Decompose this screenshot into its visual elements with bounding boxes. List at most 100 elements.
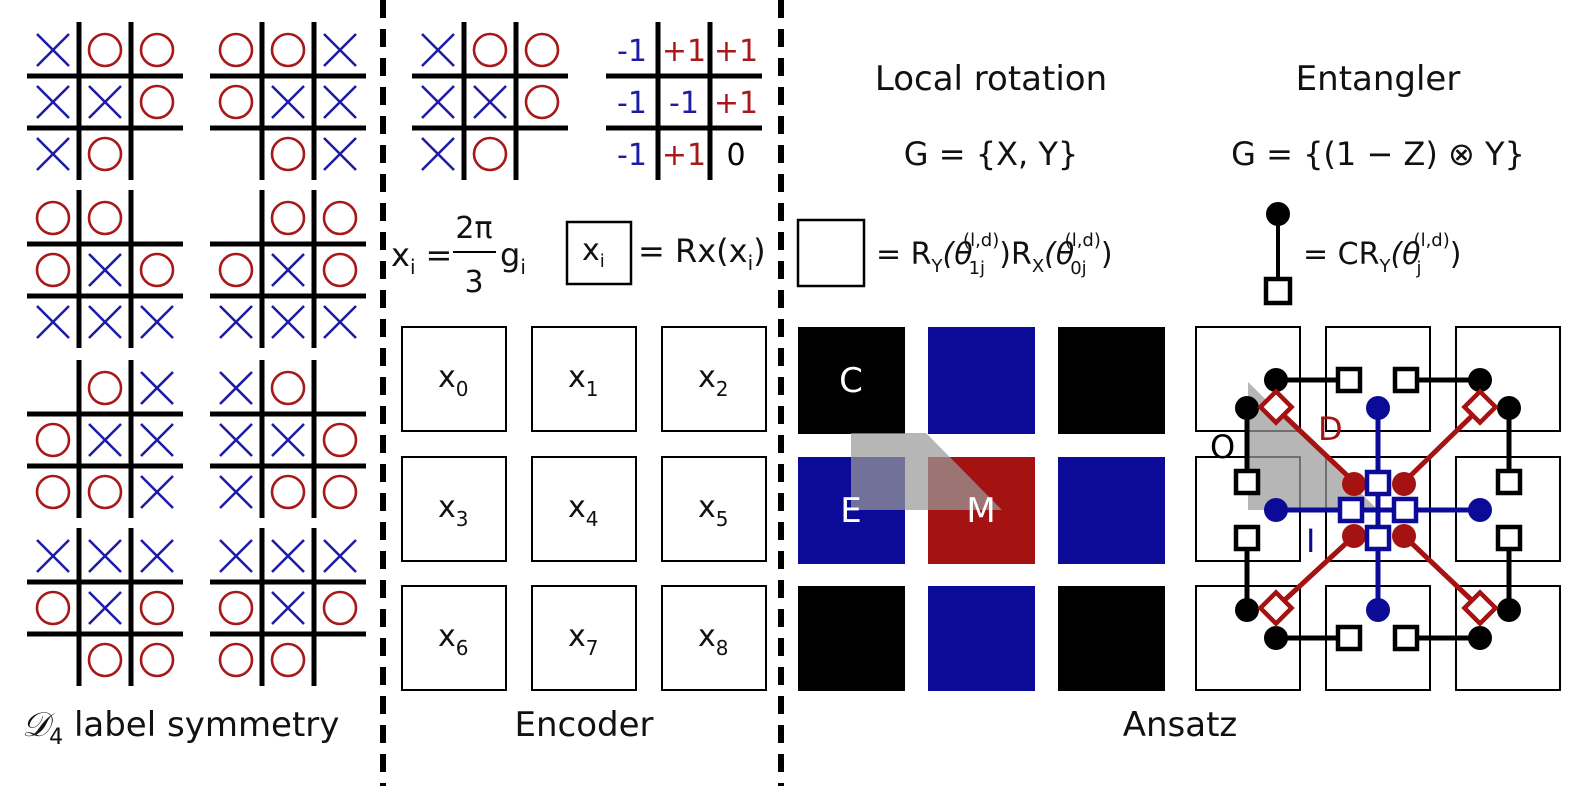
- entangler-layout: O D I: [1195, 326, 1561, 691]
- qubit-class-grid: C E M: [798, 327, 1165, 691]
- x-mark: [271, 305, 305, 339]
- o-mark: [35, 422, 71, 458]
- encoder-cell-label: x5: [698, 490, 729, 531]
- o-mark: [322, 474, 358, 510]
- ansatz-caption: Ansatz: [1123, 705, 1238, 745]
- o-mark: [218, 590, 254, 626]
- x-mark: [219, 423, 253, 457]
- x-mark: [88, 591, 122, 625]
- encoder-cell-label: x1: [568, 360, 599, 401]
- tictactoe-board: [27, 190, 183, 348]
- x-mark: [421, 85, 455, 119]
- encoder-cell: x4: [531, 456, 637, 562]
- value-cell: 0: [726, 138, 745, 173]
- x-mark: [140, 539, 174, 573]
- o-mark: [322, 200, 358, 236]
- x-mark: [219, 475, 253, 509]
- o-mark: [270, 136, 306, 172]
- svg-text:= RY(θ1j(l,d))RX(θ0j(l,d)): = RY(θ1j(l,d))RX(θ0j(l,d)): [876, 230, 1113, 279]
- x-mark: [323, 539, 357, 573]
- value-cell: -1: [617, 138, 647, 173]
- encoding-gate: xi = Rx(xi): [565, 220, 766, 286]
- x-mark: [140, 423, 174, 457]
- encoder-cell-label: x3: [438, 490, 469, 531]
- svg-text:= CRY(θj(l,d)): = CRY(θj(l,d)): [1303, 230, 1461, 279]
- encoder-cell-label: x0: [438, 360, 469, 401]
- outer-label: O: [1210, 428, 1235, 466]
- encoder-cell: x5: [661, 456, 767, 562]
- o-mark: [218, 252, 254, 288]
- o-mark: [218, 32, 254, 68]
- gate-box: [565, 220, 633, 286]
- x-mark: [323, 33, 357, 67]
- encoder-cell-label: x2: [698, 360, 729, 401]
- o-mark: [139, 252, 175, 288]
- o-mark: [218, 642, 254, 678]
- encoder-cell: x2: [661, 326, 767, 432]
- local-rotation-title: Local rotation: [875, 59, 1107, 99]
- tictactoe-board: [210, 22, 366, 180]
- o-mark: [139, 590, 175, 626]
- o-mark: [524, 32, 560, 68]
- o-mark: [139, 32, 175, 68]
- o-mark: [322, 422, 358, 458]
- corner-cell: [1058, 327, 1165, 434]
- x-mark: [88, 253, 122, 287]
- svg-text:xi: xi: [582, 233, 605, 272]
- corner-control-dots: [1235, 368, 1521, 650]
- x-mark: [88, 539, 122, 573]
- formula-denominator: 3: [464, 265, 483, 300]
- o-mark: [139, 84, 175, 120]
- example-board: [412, 22, 568, 180]
- o-mark: [139, 642, 175, 678]
- o-mark: [87, 200, 123, 236]
- entangler-gate: = CRY(θj(l,d)): [1263, 202, 1461, 306]
- value-cell: -1: [617, 86, 647, 121]
- o-mark: [87, 474, 123, 510]
- x-mark: [271, 423, 305, 457]
- edge-label: E: [840, 491, 861, 531]
- encoder-cell: x0: [401, 326, 507, 432]
- x-mark: [36, 33, 70, 67]
- o-mark: [35, 200, 71, 236]
- encoder-cell: x3: [401, 456, 507, 562]
- x-mark: [219, 371, 253, 405]
- x-mark: [323, 137, 357, 171]
- tictactoe-board: [27, 22, 183, 180]
- edge-control-dots: [1264, 396, 1492, 622]
- x-mark: [323, 85, 357, 119]
- o-mark: [35, 252, 71, 288]
- encoder-example-board: [412, 22, 568, 180]
- x-mark: [219, 539, 253, 573]
- o-mark: [270, 474, 306, 510]
- x-mark: [140, 371, 174, 405]
- encoder-cell: x6: [401, 585, 507, 691]
- edge-cell: [928, 327, 1035, 434]
- o-mark: [472, 32, 508, 68]
- x-mark: [271, 591, 305, 625]
- o-mark: [35, 474, 71, 510]
- entangler-title: Entangler: [1296, 59, 1461, 99]
- o-mark: [87, 642, 123, 678]
- rotation-box: [796, 218, 866, 288]
- x-mark: [88, 305, 122, 339]
- control-dot: [1266, 202, 1290, 226]
- value-cell: -1: [669, 86, 699, 121]
- value-cell: +1: [714, 86, 758, 121]
- svg-text:xi=: xi=: [391, 236, 452, 279]
- o-mark: [270, 642, 306, 678]
- x-mark: [88, 85, 122, 119]
- corner-target-diamonds: [1257, 388, 1499, 627]
- local-rotation-gate: = RY(θ1j(l,d))RX(θ0j(l,d)): [796, 218, 1113, 288]
- encoder-cell-label: x6: [438, 619, 469, 660]
- tictactoe-board: [27, 528, 183, 686]
- diagonal-label: D: [1318, 410, 1343, 448]
- fundamental-domain-shade: [851, 433, 1002, 510]
- o-mark: [87, 32, 123, 68]
- value-cell: +1: [714, 34, 758, 69]
- x-mark: [323, 305, 357, 339]
- edge-target-squares: [1233, 366, 1523, 652]
- value-cell: -1: [617, 34, 647, 69]
